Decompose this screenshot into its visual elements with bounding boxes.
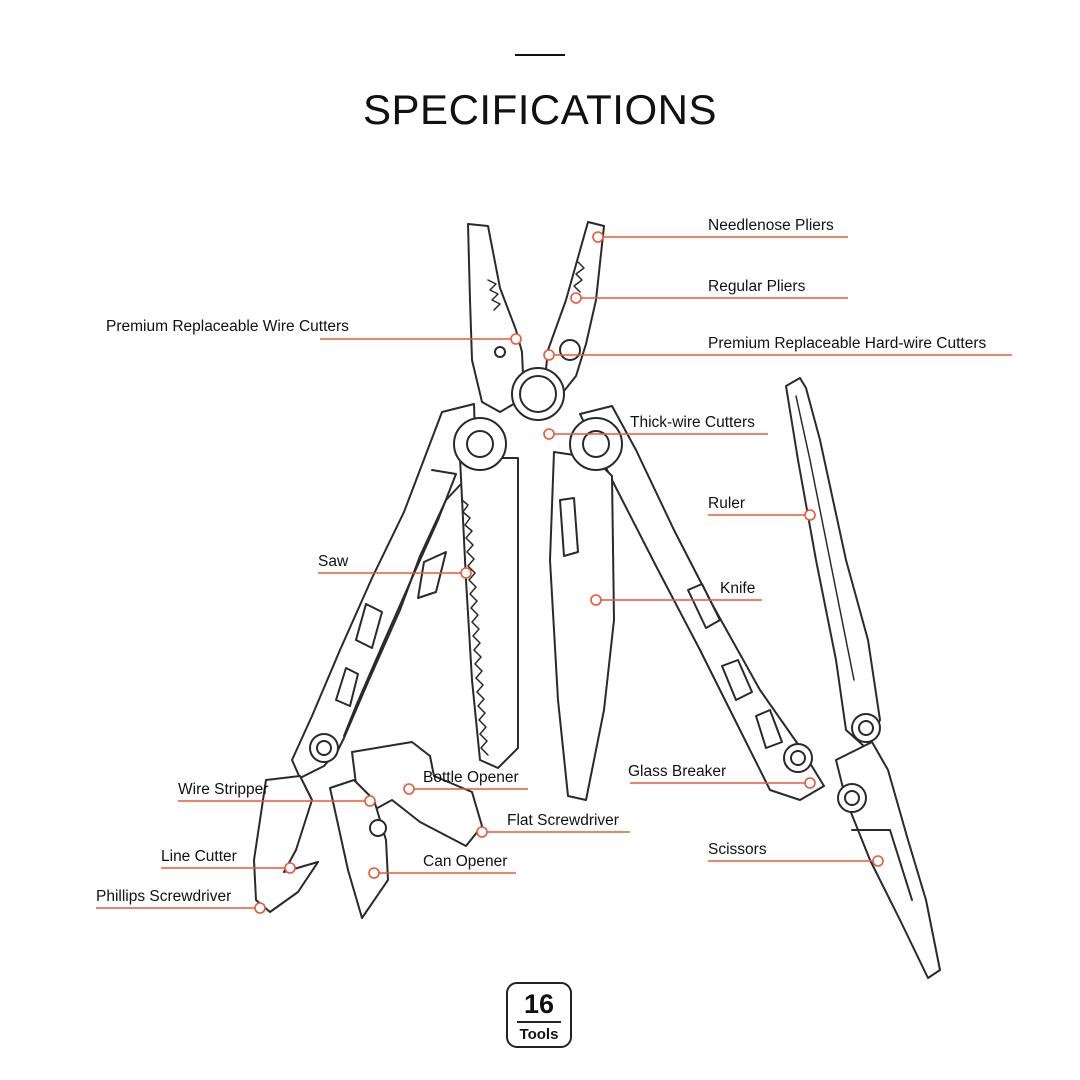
callout-label: Bottle Opener [423, 769, 519, 786]
right-handle-slot [721, 659, 753, 701]
scissors-blade [835, 741, 941, 979]
main-pivot-hole [519, 375, 557, 413]
can-opener-hole [369, 819, 387, 837]
left-jaw-rivet [494, 346, 506, 358]
callout-label: Premium Replaceable Wire Cutters [106, 318, 349, 335]
callout-label: Line Cutter [161, 848, 237, 865]
knife-thumb-slot [559, 497, 579, 557]
right-jaw-grip [573, 261, 585, 293]
left-handle-inner [343, 469, 457, 737]
left-handle [291, 403, 477, 779]
callout-label: Glass Breaker [628, 763, 727, 780]
can-opener-tool [329, 779, 389, 919]
callout-label: Scissors [708, 841, 767, 858]
saw-callout-dot [460, 567, 472, 579]
right-handle-slot [687, 583, 721, 629]
callout-label: Phillips Screwdriver [96, 888, 232, 905]
ruler [785, 377, 881, 749]
phillips-driver-tool [253, 775, 319, 913]
callout-label: Regular Pliers [708, 278, 806, 295]
multitool-illustration [253, 221, 941, 979]
regular-pliers-callout-dot [570, 292, 582, 304]
callout-leaders [96, 231, 1012, 914]
glass-breaker-callout-dot [804, 777, 816, 789]
left-handle-slot [417, 551, 447, 599]
callout-label: Can Opener [423, 853, 508, 870]
thick-wire-cutters-callout-dot [543, 428, 555, 440]
flat-screwdriver-callout-dot [476, 826, 488, 838]
ruler-callout-dot [804, 509, 816, 521]
knife-callout-dot [590, 594, 602, 606]
line-cutter-callout-dot [284, 862, 296, 874]
premium-hard-wire-cutters-callout-dot [543, 349, 555, 361]
premium-wire-cutters-callout-dot [510, 333, 522, 345]
wire-stripper-callout-dot [364, 795, 376, 807]
page-title: SPECIFICATIONS [363, 86, 717, 133]
left-handle-slot [335, 667, 359, 707]
callout-label: Thick-wire Cutters [630, 414, 755, 431]
saw-blade [459, 457, 519, 769]
needlenose-pliers-callout-dot [592, 231, 604, 243]
can-opener-callout-dot [368, 867, 380, 879]
left-jaw-grip [487, 279, 501, 311]
right-plier-jaw [543, 221, 605, 397]
scissors-callout-dot [872, 855, 884, 867]
phillips-screwdriver-callout-dot [254, 902, 266, 914]
bottle-opener-callout-dot [403, 783, 415, 795]
ruler-edge [795, 395, 855, 681]
callout-label: Saw [318, 553, 349, 570]
saw-teeth [461, 499, 489, 756]
scissors-inner [851, 829, 913, 901]
callout-label: Knife [720, 580, 756, 597]
tool-count-badge: 16 Tools [506, 982, 572, 1048]
tool-count-number: 16 [523, 989, 555, 1019]
callout-label: Needlenose Pliers [708, 217, 834, 234]
right-handle-slot [755, 709, 783, 749]
title-accent-rule [515, 54, 565, 56]
callout-label: Flat Screwdriver [507, 812, 619, 829]
callout-label: Ruler [708, 495, 746, 512]
left-handle-slot [355, 603, 383, 649]
callout-label: Wire Stripper [178, 781, 269, 798]
tool-count-unit: Tools [519, 1026, 559, 1043]
callout-label: Premium Replaceable Hard-wire Cutters [708, 335, 987, 352]
badge-divider [517, 1021, 561, 1023]
